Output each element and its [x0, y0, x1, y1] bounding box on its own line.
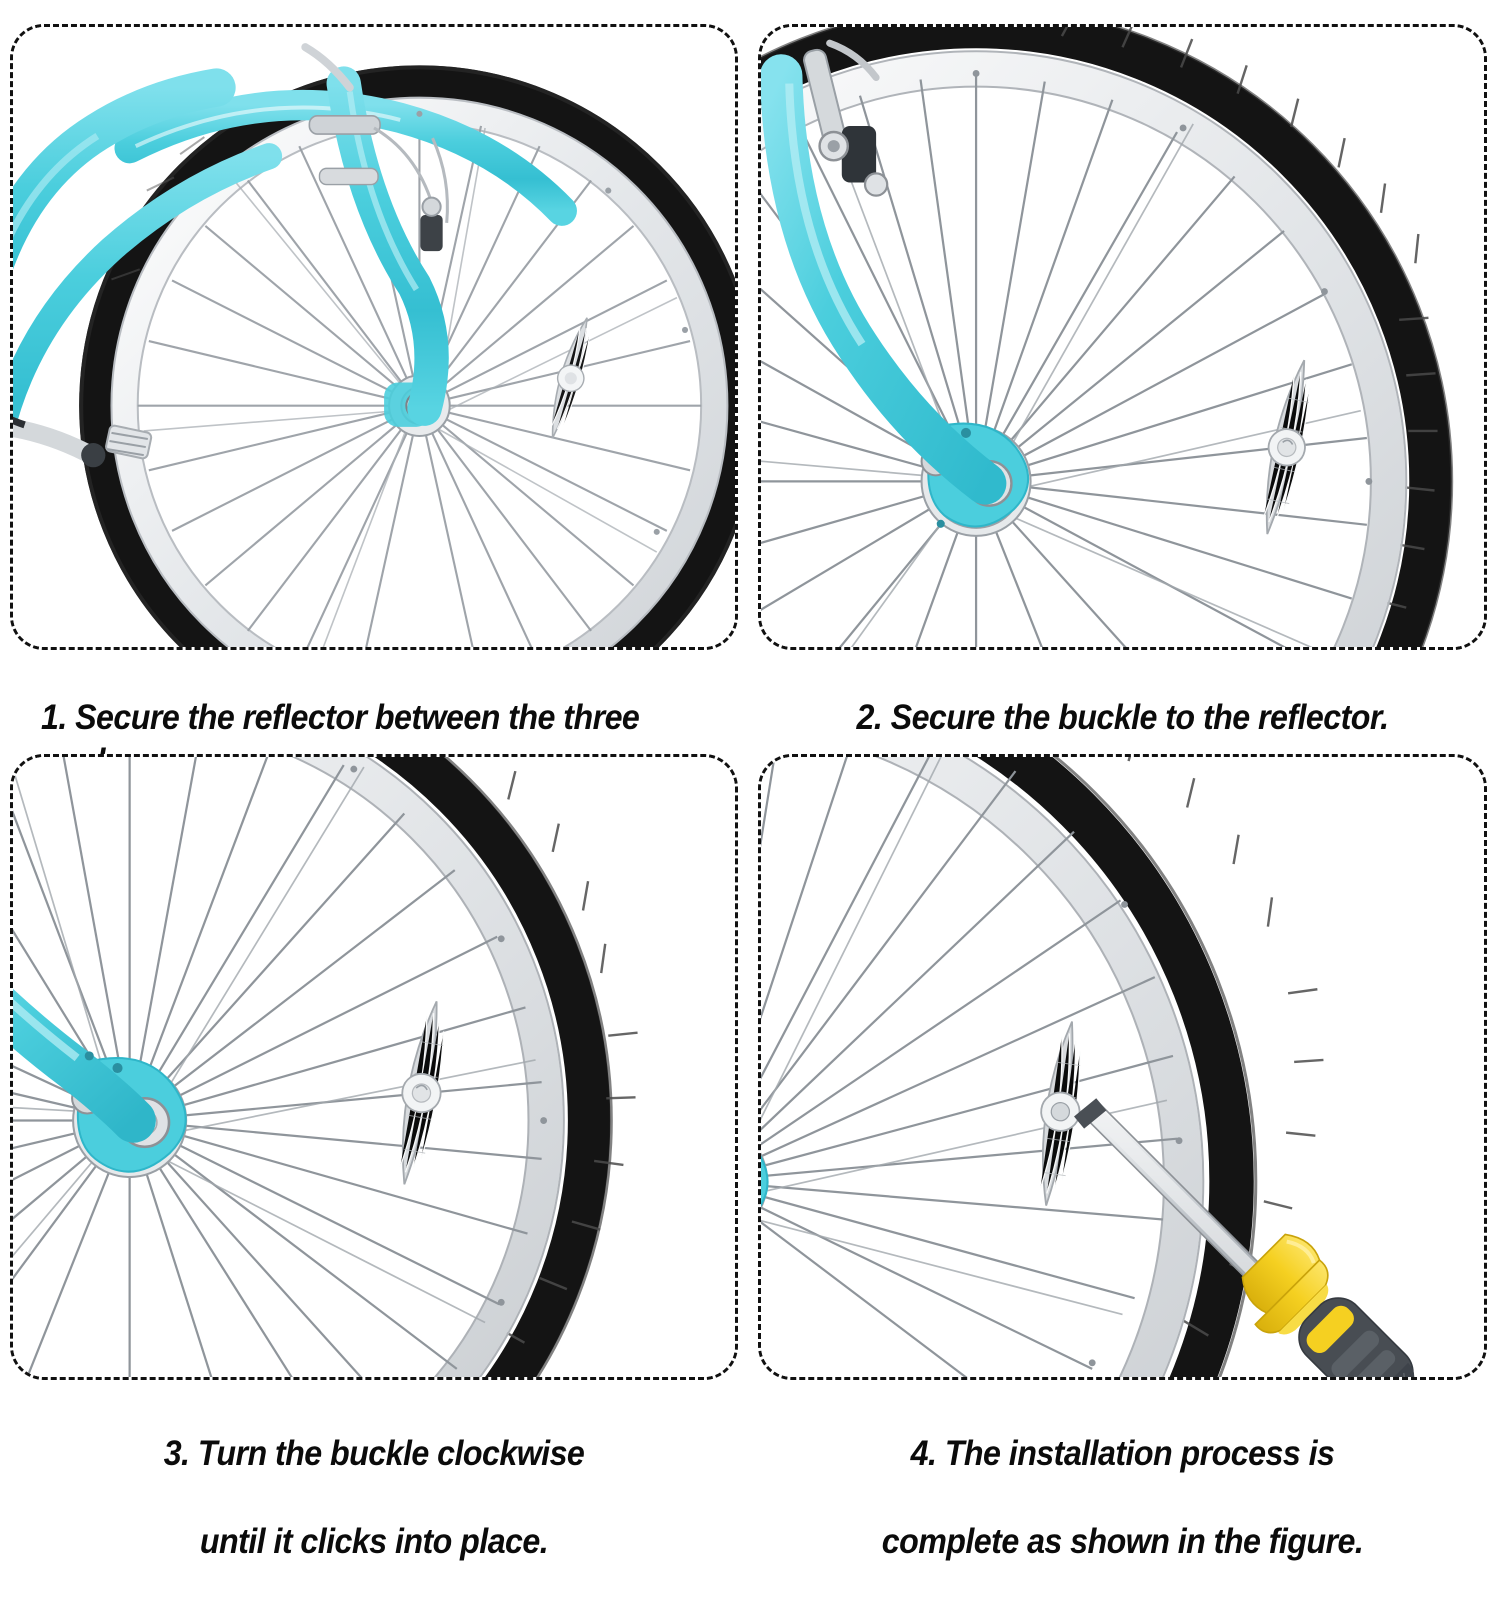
panel-3-cell: 3. Turn the buckle clockwise until it cl… [0, 748, 748, 1561]
panel-1-photo [13, 27, 735, 647]
panel-4-photo [761, 757, 1484, 1377]
panel-3-caption: 3. Turn the buckle clockwise until it cl… [30, 1388, 718, 1608]
panel-2-caption: 2. Secure the buckle to the reflector. [778, 652, 1467, 784]
panel-2-caption-line1: 2. Secure the buckle to the reflector. [856, 698, 1390, 737]
panel-1-cell: 1. Secure the reflector between the thre… [0, 0, 748, 913]
panel-4-caption-line1: 4. The installation process is [910, 1434, 1335, 1473]
panel-4-photo-frame [758, 754, 1487, 1380]
panel-4-caption-line2: complete as shown in the figure. [881, 1522, 1364, 1561]
panel-2-photo [761, 27, 1484, 647]
panel-3-photo-frame [10, 754, 738, 1380]
panel-1-photo-frame [10, 24, 738, 650]
panel-3-photo [13, 757, 735, 1377]
panel-3-caption-line2: until it clicks into place. [199, 1522, 549, 1561]
panel-3-caption-line1: 3. Turn the buckle clockwise [163, 1434, 585, 1473]
panel-4-cell: 4. The installation process is complete … [748, 748, 1497, 1561]
panel-4-caption: 4. The installation process is complete … [778, 1388, 1467, 1608]
instruction-sheet: 1. Secure the reflector between the thre… [0, 0, 1497, 1561]
panel-2-photo-frame [758, 24, 1487, 650]
panel-2-cell: 2. Secure the buckle to the reflector. [748, 0, 1497, 748]
panel-grid: 1. Secure the reflector between the thre… [0, 0, 1497, 1561]
